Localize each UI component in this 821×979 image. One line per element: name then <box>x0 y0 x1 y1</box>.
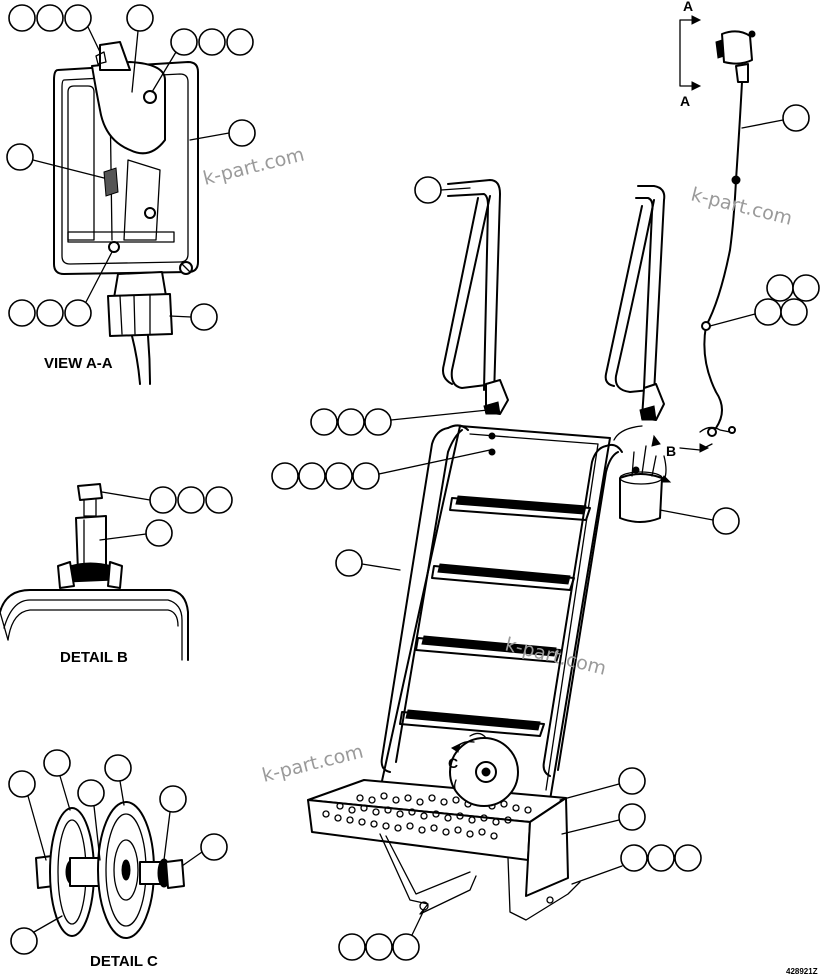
section-a-top-label: A <box>683 0 693 14</box>
detail-b-callouts <box>99 486 233 547</box>
view-aa-callouts <box>6 4 256 331</box>
detail-c-callouts <box>8 749 228 955</box>
figure-number: 428921Z <box>786 967 818 976</box>
watermark-4: k-part.com <box>260 740 366 786</box>
upper-handrails <box>442 179 666 421</box>
stairs-callouts <box>271 176 702 961</box>
watermark-2: k-part.com <box>689 184 795 230</box>
grate-holes <box>322 792 532 840</box>
view-aa-switch-box <box>53 41 199 385</box>
marker-b-label: B <box>666 443 676 459</box>
sensor-cable <box>619 30 756 523</box>
detail-c-label: DETAIL C <box>90 953 158 970</box>
sensor-callouts <box>659 104 820 535</box>
stair-assembly <box>307 424 672 921</box>
watermark-1: k-part.com <box>201 143 307 189</box>
section-line-a <box>679 15 702 91</box>
marker-c-label: C <box>448 755 458 771</box>
detail-c-pulley <box>35 801 185 939</box>
view-aa-label: VIEW A-A <box>44 355 113 372</box>
detail-b-label: DETAIL B <box>60 649 128 666</box>
section-a-bottom-label: A <box>680 93 690 109</box>
detail-b <box>0 483 189 661</box>
